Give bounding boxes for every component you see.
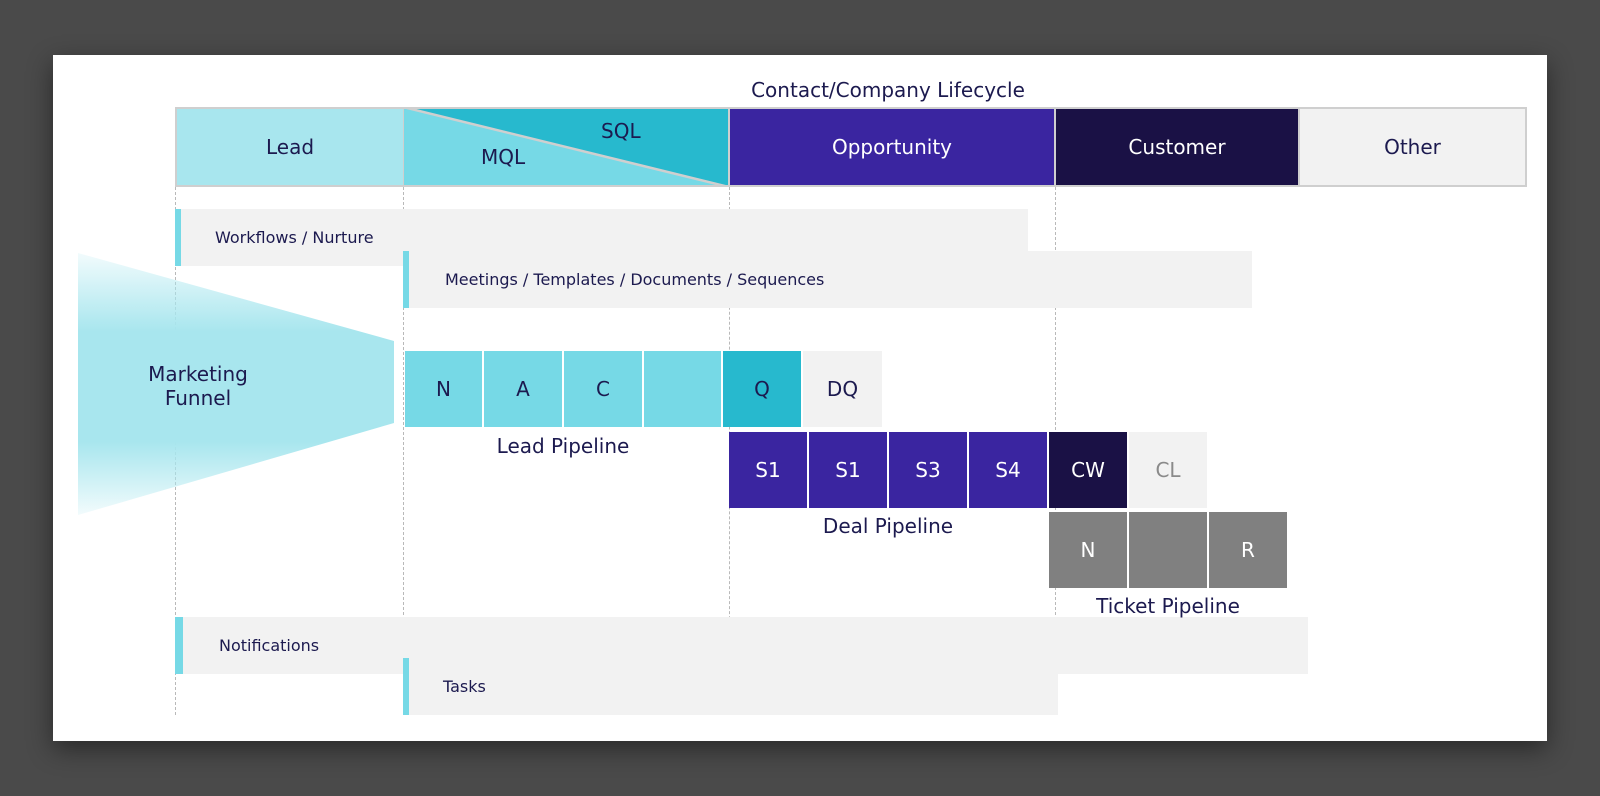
deal-stage-box: S1 [809, 432, 887, 508]
ticket-pipeline-label: Ticket Pipeline [1096, 594, 1240, 618]
stage-lead: Lead [175, 107, 403, 187]
band-tasks-label: Tasks [443, 677, 486, 696]
deal-stage-box: S4 [969, 432, 1047, 508]
lead-stage-box-qualified: Q [723, 351, 801, 427]
band-meetings-label: Meetings / Templates / Documents / Seque… [445, 270, 825, 289]
funnel-label-line2: Funnel [164, 386, 232, 410]
band-notifications-label: Notifications [219, 636, 320, 655]
lead-stage-box [644, 351, 721, 427]
band-meetings: Meetings / Templates / Documents / Seque… [403, 251, 1252, 308]
band-tasks: Tasks [403, 658, 1058, 715]
deal-stage-box: S1 [729, 432, 807, 508]
deal-stage-box-closed-won: CW [1049, 432, 1127, 508]
diagram-title: Contact/Company Lifecycle [751, 78, 1025, 102]
band-workflows-label: Workflows / Nurture [215, 228, 374, 247]
band-accent [175, 617, 183, 674]
stage-sql: SQL [601, 119, 641, 143]
band-accent [403, 658, 409, 715]
lead-stage-box: N [405, 351, 482, 427]
stage-customer: Customer [1055, 107, 1298, 187]
ticket-stage-box: R [1209, 512, 1287, 588]
ticket-stage-box [1129, 512, 1207, 588]
mql-sql-split [403, 107, 729, 187]
deal-stage-box: S3 [889, 432, 967, 508]
lead-stage-box: C [564, 351, 642, 427]
guide-line-opportunity [729, 187, 730, 669]
deal-pipeline-label: Deal Pipeline [822, 514, 954, 538]
marketing-funnel [78, 253, 394, 515]
lead-stage-box-disqualified: DQ [803, 351, 882, 427]
guide-line-mql [403, 187, 404, 715]
ticket-stage-box: N [1049, 512, 1127, 588]
lead-pipeline-label: Lead Pipeline [496, 434, 630, 458]
stage-other: Other [1298, 107, 1527, 187]
funnel-label: Marketing Funnel [113, 360, 283, 412]
stage-mql-sql: SQL MQL [403, 107, 729, 187]
lead-stage-box: A [484, 351, 562, 427]
band-accent [403, 251, 409, 308]
stage-mql: MQL [481, 145, 526, 169]
lifecycle-diagram: Contact/Company Lifecycle Lead SQL MQL O… [53, 55, 1547, 741]
stage-opportunity: Opportunity [729, 107, 1055, 187]
funnel-label-line1: Marketing [148, 362, 248, 386]
deal-stage-box-closed-lost: CL [1129, 432, 1207, 508]
band-accent [175, 209, 181, 266]
